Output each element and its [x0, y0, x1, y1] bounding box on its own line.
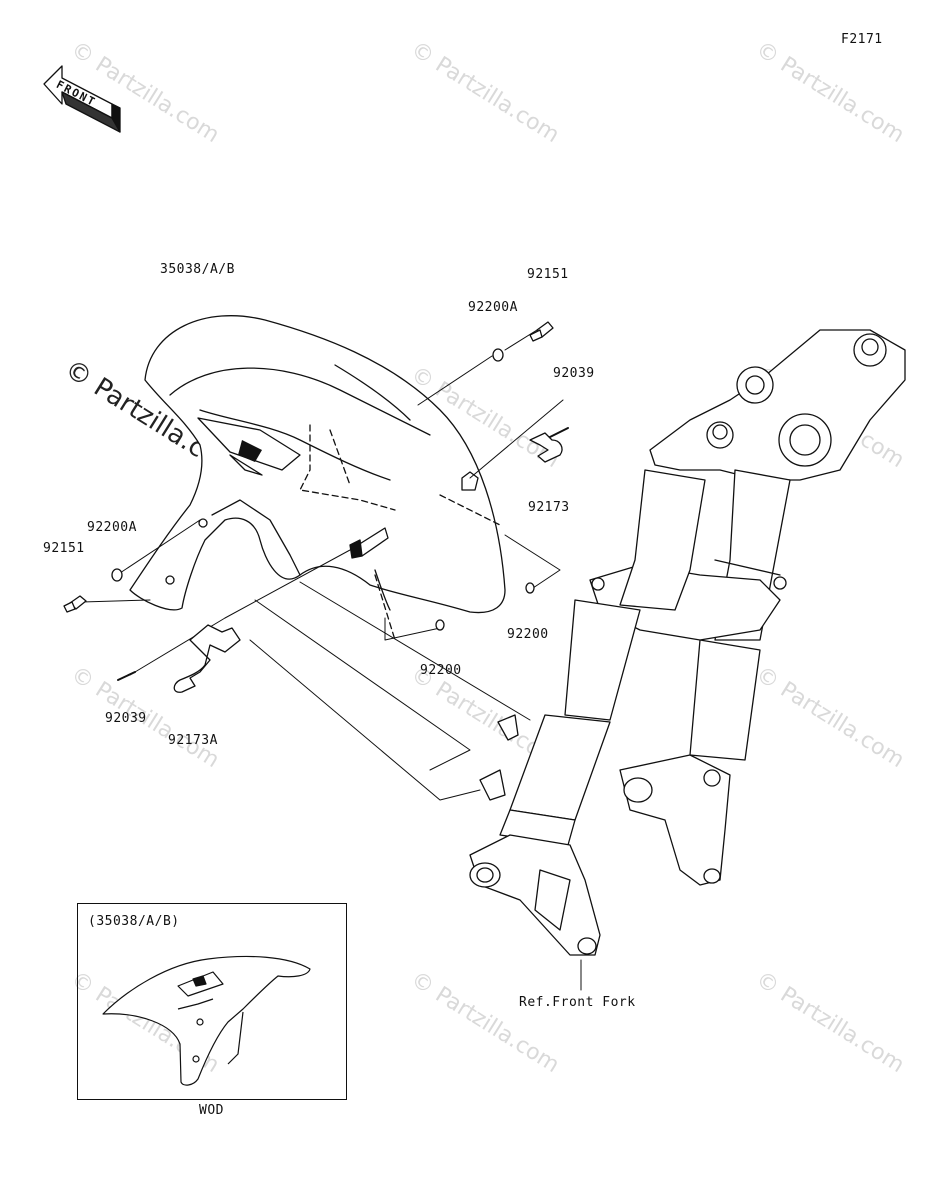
label-92200-right: 92200: [507, 627, 549, 642]
washer-icon: [111, 568, 123, 582]
diagram-code: F2171: [841, 32, 883, 47]
pin-icon: [549, 427, 569, 438]
label-92173-right: 92173: [528, 500, 570, 515]
label-92200A-right: 92200A: [468, 300, 518, 315]
front-fork: [469, 329, 906, 956]
nut-icon: [435, 619, 445, 631]
pin-icon: [117, 671, 136, 681]
inset-caption: WOD: [199, 1103, 224, 1118]
washer-icon: [492, 348, 504, 362]
inset-box: (35038/A/B): [77, 903, 347, 1100]
label-92039-right: 92039: [553, 366, 595, 381]
label-92173A-left: 92173A: [168, 733, 218, 748]
bolt-icon: [63, 595, 87, 613]
clamp-icon: [529, 432, 563, 463]
inset-fender-drawing: [102, 955, 311, 1086]
inset-title: (35038/A/B): [88, 914, 180, 929]
bolt-icon: [529, 321, 554, 342]
nut-icon: [525, 582, 535, 594]
front-arrow-icon: [43, 65, 121, 133]
clamp-icon: [173, 624, 241, 693]
ref-front-fork-label: Ref.Front Fork: [519, 995, 636, 1010]
label-92200A-left: 92200A: [87, 520, 137, 535]
label-35038: 35038/A/B: [160, 262, 235, 277]
label-92151-right: 92151: [527, 267, 569, 282]
front-fender: [129, 315, 506, 614]
label-92039-left: 92039: [105, 711, 147, 726]
label-92151-left: 92151: [43, 541, 85, 556]
label-92200-center: 92200: [420, 663, 462, 678]
